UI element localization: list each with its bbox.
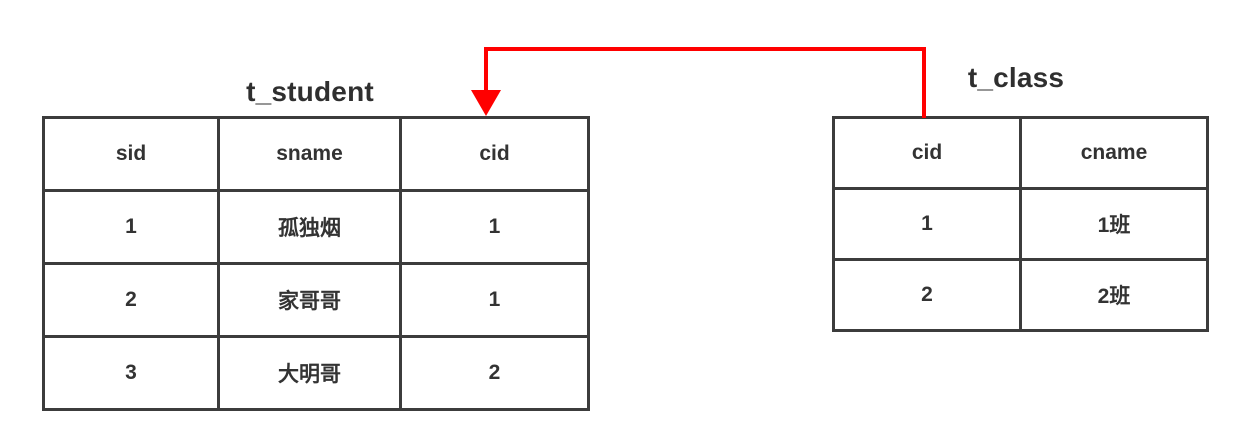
table-row: 3 大明哥 2	[42, 335, 590, 411]
table-title-t-student: t_student	[246, 76, 374, 107]
foreign-key-connector-left-segment	[484, 47, 488, 93]
cell-cname: 2班	[1019, 258, 1209, 332]
foreign-key-connector-top-segment	[484, 47, 926, 51]
cell-cid: 1	[399, 189, 590, 265]
foreign-key-connector-right-segment	[922, 49, 926, 118]
table-t-student: sid sname cid 1 孤独烟 1 2 家哥哥 1 3 大明哥 2	[42, 116, 590, 411]
cell-cname: 1班	[1019, 187, 1209, 261]
column-header-sid: sid	[42, 116, 220, 192]
table-row: 2 2班	[832, 258, 1209, 332]
table-header-row: cid cname	[832, 116, 1209, 190]
column-header-cname: cname	[1019, 116, 1209, 190]
foreign-key-arrow-icon	[471, 90, 501, 116]
cell-sname: 家哥哥	[217, 262, 402, 338]
cell-cid: 1	[399, 262, 590, 338]
column-header-sname: sname	[217, 116, 402, 192]
table-row: 2 家哥哥 1	[42, 262, 590, 338]
cell-sname: 大明哥	[217, 335, 402, 411]
cell-sid: 3	[42, 335, 220, 411]
cell-cid: 1	[832, 187, 1022, 261]
cell-sname: 孤独烟	[217, 189, 402, 265]
table-row: 1 孤独烟 1	[42, 189, 590, 265]
cell-sid: 1	[42, 189, 220, 265]
cell-cid: 2	[832, 258, 1022, 332]
table-row: 1 1班	[832, 187, 1209, 261]
cell-cid: 2	[399, 335, 590, 411]
column-header-cid: cid	[832, 116, 1022, 190]
column-header-cid: cid	[399, 116, 590, 192]
table-title-t-class: t_class	[967, 62, 1065, 93]
cell-sid: 2	[42, 262, 220, 338]
table-t-class: cid cname 1 1班 2 2班	[832, 116, 1209, 332]
table-header-row: sid sname cid	[42, 116, 590, 192]
